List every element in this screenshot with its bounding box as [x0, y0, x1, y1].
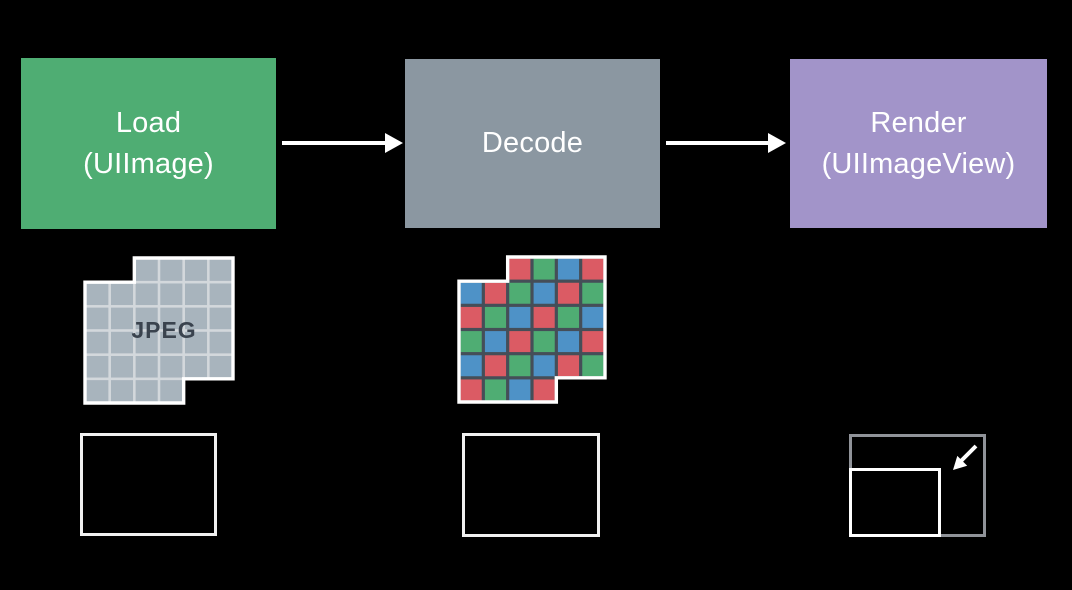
- grid-cell: [135, 331, 158, 354]
- grid-cell: [184, 355, 208, 378]
- grid-cell: [509, 282, 531, 304]
- grid-cell: [557, 331, 580, 353]
- grid-cell: [484, 379, 507, 401]
- grid-cell: [160, 380, 183, 402]
- grid-cell: [86, 355, 109, 378]
- grid-cell: [533, 282, 555, 304]
- grid-cell: [533, 258, 555, 280]
- grid-cell: [533, 379, 555, 401]
- stage-load-label: Load (UIImage): [83, 106, 214, 180]
- grid-cell: [135, 307, 158, 330]
- stage-decode-label: Decode: [481, 127, 584, 159]
- grid-cell: [110, 283, 134, 306]
- grid-cell: [509, 306, 531, 328]
- image-frame-load: [80, 433, 217, 536]
- grid-cell: [160, 331, 183, 354]
- grid-cell: [460, 355, 482, 377]
- grid-cell: [160, 307, 183, 330]
- grid-cell: [135, 283, 158, 306]
- grid-cell: [160, 355, 183, 378]
- stage-load-box: Load (UIImage): [21, 58, 276, 229]
- grid-cell: [557, 355, 580, 377]
- grid-cell: [484, 331, 507, 353]
- grid-cell: [582, 331, 604, 353]
- grid-cell: [460, 306, 482, 328]
- grid-cell: [110, 380, 134, 402]
- grid-cell: [86, 380, 109, 402]
- grid-cell: [110, 355, 134, 378]
- grid-cell: [484, 355, 507, 377]
- grid-cell: [209, 283, 232, 306]
- grid-cell: [110, 307, 134, 330]
- grid-cell: [533, 355, 555, 377]
- grid-cell: [135, 380, 158, 402]
- grid-cell: [110, 331, 134, 354]
- jpeg-file-icon: JPEG: [83, 256, 235, 405]
- grid-cell: [160, 283, 183, 306]
- grid-cell: [582, 306, 604, 328]
- grid-cell: [86, 307, 109, 330]
- jpeg-format-label: JPEG: [131, 317, 196, 343]
- grid-cell: [557, 306, 580, 328]
- grid-cell: [533, 331, 555, 353]
- grid-cell: [484, 282, 507, 304]
- grid-cell: [509, 258, 531, 280]
- grid-cell: [557, 282, 580, 304]
- stage-decode-box: Decode: [405, 59, 660, 228]
- grid-cell: [135, 259, 158, 281]
- grid-cell: [582, 282, 604, 304]
- grid-cell: [460, 379, 482, 401]
- grid-cell: [582, 355, 604, 377]
- image-frame-decode: [462, 433, 600, 537]
- grid-cell: [460, 331, 482, 353]
- arrow-decode-to-render-icon: [666, 133, 786, 153]
- grid-cell: [509, 331, 531, 353]
- grid-cell: [509, 379, 531, 401]
- grid-cell: [135, 355, 158, 378]
- grid-cell: [460, 282, 482, 304]
- grid-cell: [184, 259, 208, 281]
- imageview-frame-inner: [849, 468, 941, 537]
- grid-cell: [557, 258, 580, 280]
- grid-cell: [209, 355, 232, 378]
- grid-cell: [184, 283, 208, 306]
- grid-cell: [160, 259, 183, 281]
- grid-cell: [582, 258, 604, 280]
- decoded-bitmap-icon: [457, 255, 607, 404]
- grid-cell: [533, 306, 555, 328]
- stage-render-label: Render (UIImageView): [821, 106, 1016, 180]
- grid-cell: [209, 259, 232, 281]
- grid-cell: [209, 307, 232, 330]
- grid-cell: [209, 331, 232, 354]
- grid-cell: [184, 307, 208, 330]
- grid-cell: [86, 283, 109, 306]
- grid-cell: [484, 306, 507, 328]
- stage-render-box: Render (UIImageView): [790, 59, 1047, 228]
- grid-cell: [86, 331, 109, 354]
- grid-cell: [184, 331, 208, 354]
- arrow-load-to-decode-icon: [282, 133, 403, 153]
- grid-cell: [509, 355, 531, 377]
